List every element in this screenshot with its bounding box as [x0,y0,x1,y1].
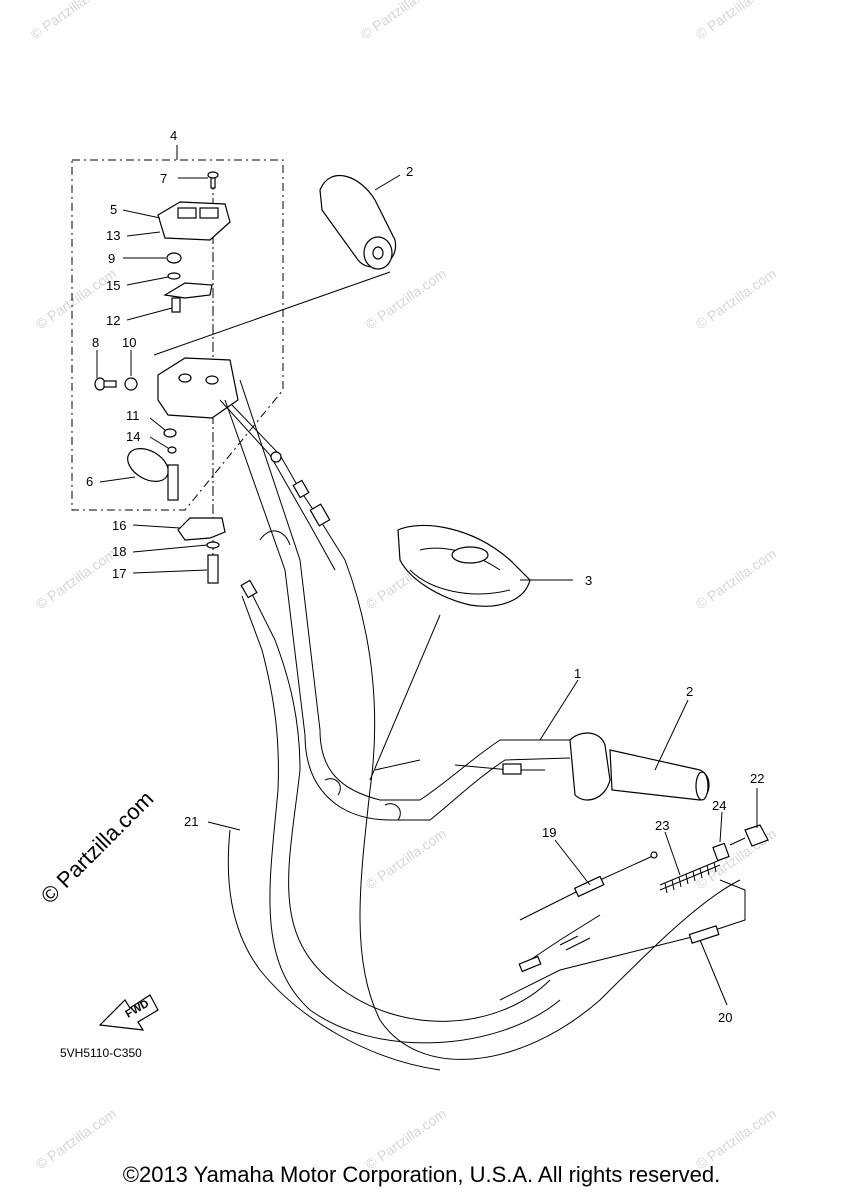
callout-10: 10 [122,335,136,350]
lever-12 [163,282,213,313]
callout-5: 5 [110,202,117,217]
handlebar-cover-3 [397,524,531,607]
callout-1: 1 [574,666,581,681]
thumb-lever-6 [127,448,179,501]
cable-connector [502,763,522,775]
cable-end [270,451,282,463]
callout-4: 4 [170,128,177,143]
leader-line [369,614,441,781]
callout-3: 3 [585,573,592,588]
fitting-22 [729,824,769,847]
right-grip [569,732,710,801]
callout-24: 24 [712,798,726,813]
leader-line [153,271,391,356]
callout-leaders [96,174,758,1006]
callout-13: 13 [106,228,120,243]
clamp-16 [177,517,226,541]
callout-16: 16 [112,518,126,533]
watermark: © Partzilla.com [363,825,449,892]
callout-12: 12 [106,313,120,328]
fitting-24 [712,842,730,862]
callout-2-upper: 2 [406,164,413,179]
watermark: © Partzilla.com [693,545,779,612]
callout-21: 21 [184,814,198,829]
callout-7: 7 [160,171,167,186]
callout-9: 9 [108,251,115,266]
callout-11: 11 [126,408,140,423]
washer-15 [167,272,181,280]
callout-19: 19 [542,825,556,840]
bolt-8 [94,377,117,391]
watermark: © Partzilla.com [693,265,779,332]
callout-23: 23 [655,818,669,833]
callout-17: 17 [112,566,126,581]
callout-18: 18 [112,544,126,559]
cable-adjuster [292,479,310,499]
callout-20: 20 [718,1010,732,1025]
callout-14: 14 [126,429,140,444]
nut-10 [124,377,138,391]
callout-8: 8 [92,335,99,350]
screw-7 [207,171,219,189]
callout-2-lower: 2 [686,684,693,699]
cable-20 [499,879,746,1001]
washer-11 [163,428,177,438]
assembly-box-outline [71,159,284,511]
cable-19 [519,851,658,921]
watermark: © Partzilla.com [28,0,114,42]
spring-23 [659,859,721,894]
throttle-cable-outline [219,399,336,571]
fwd-arrow: FWD [98,994,159,1031]
switch-cover-5 [157,201,231,241]
throttle-cable [231,404,346,561]
callout-labels: 4 7 5 13 9 15 12 8 10 11 14 6 16 18 17 2… [86,128,764,1025]
callout-22: 22 [750,771,764,786]
watermark: © Partzilla.com [363,265,449,332]
washer-18 [206,541,220,549]
cable-21 [227,579,561,1071]
callout-15: 15 [106,278,120,293]
watermark: © Partzilla.com [693,0,779,42]
handlebar-1 [224,379,571,821]
washer-14 [167,446,177,454]
diagram-code: 5VH5110-C350 [60,1046,142,1060]
callout-6: 6 [86,474,93,489]
side-watermark: © Partzilla.com [36,786,159,909]
nut-9 [166,252,182,264]
outer-cable [344,559,741,1060]
copyright-notice: ©2013 Yamaha Motor Corporation, U.S.A. A… [122,1162,721,1187]
left-grip [319,174,397,270]
bolt-17 [207,554,219,584]
cable-link [454,764,545,771]
watermark: © Partzilla.com [358,0,444,42]
watermark-layer: © Partzilla.com © Partzilla.com © Partzi… [28,0,779,1172]
cable-adjuster [309,503,331,527]
switch-housing [157,357,239,419]
watermark: © Partzilla.com [33,545,119,612]
